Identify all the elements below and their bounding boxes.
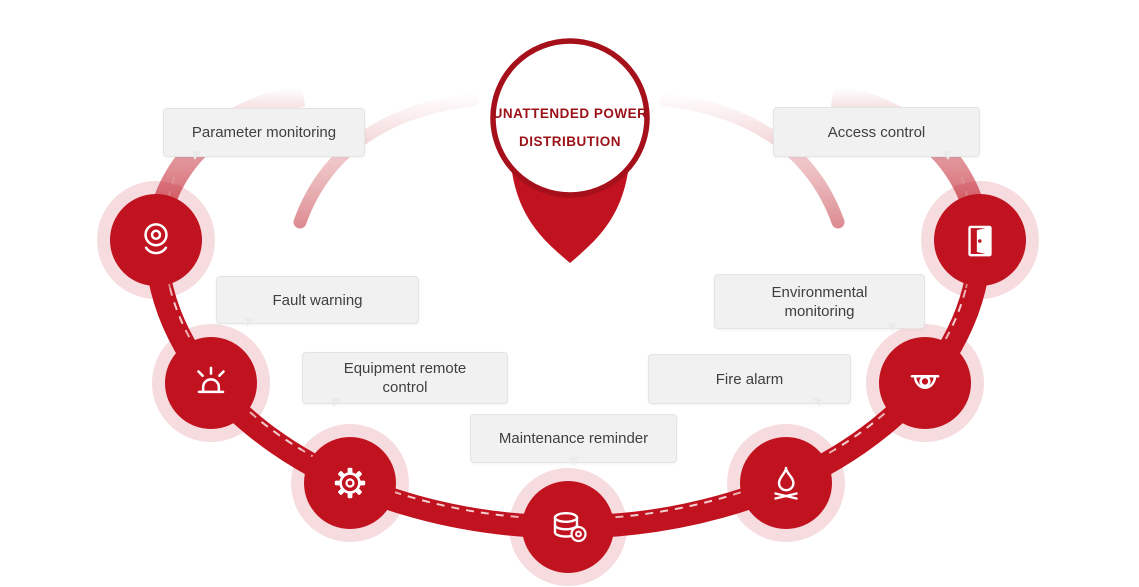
label-parameter-monitoring: Parameter monitoring: [163, 108, 365, 157]
label-fault-warning: Fault warning: [216, 276, 419, 324]
webcam-icon: [133, 217, 179, 263]
label-text: Fire alarm: [715, 370, 784, 388]
label-text: Fault warning: [272, 291, 363, 309]
gear-icon: [327, 460, 373, 506]
node-equipment-remote-control: [304, 437, 396, 529]
center-title-line1: UNATTENDED POWER: [492, 106, 648, 121]
center-title: UNATTENDED POWER DISTRIBUTION: [460, 106, 680, 150]
label-maintenance-reminder: Maintenance reminder: [470, 414, 677, 466]
label-fire-alarm: Fire alarm: [648, 354, 851, 404]
database-icon: [545, 504, 591, 550]
center-title-line2: DISTRIBUTION: [519, 134, 621, 149]
door-icon: [957, 217, 1003, 263]
node-parameter-monitoring: [110, 194, 202, 286]
center-pin-tail: [512, 172, 628, 263]
label-text: Environmental monitoring: [771, 283, 868, 320]
label-environmental-monitoring: Environmental monitoring: [714, 274, 925, 329]
node-fire-alarm: [740, 437, 832, 529]
label-text: Parameter monitoring: [191, 124, 337, 141]
node-access-control: [934, 194, 1026, 286]
label-equipment-remote-control: Equipment remote control: [302, 352, 508, 404]
flame-icon: [763, 460, 809, 506]
node-fault-warning: [165, 337, 257, 429]
label-access-control: Access control: [773, 107, 980, 157]
node-environmental-monitoring: [879, 337, 971, 429]
siren-icon: [188, 360, 234, 406]
label-text: Equipment remote control: [343, 360, 467, 396]
node-maintenance-reminder: [522, 481, 614, 573]
label-text: Maintenance reminder: [498, 430, 649, 447]
dome-camera-icon: [902, 360, 948, 406]
center-circle: [490, 38, 650, 198]
label-text: Access control: [827, 123, 926, 141]
